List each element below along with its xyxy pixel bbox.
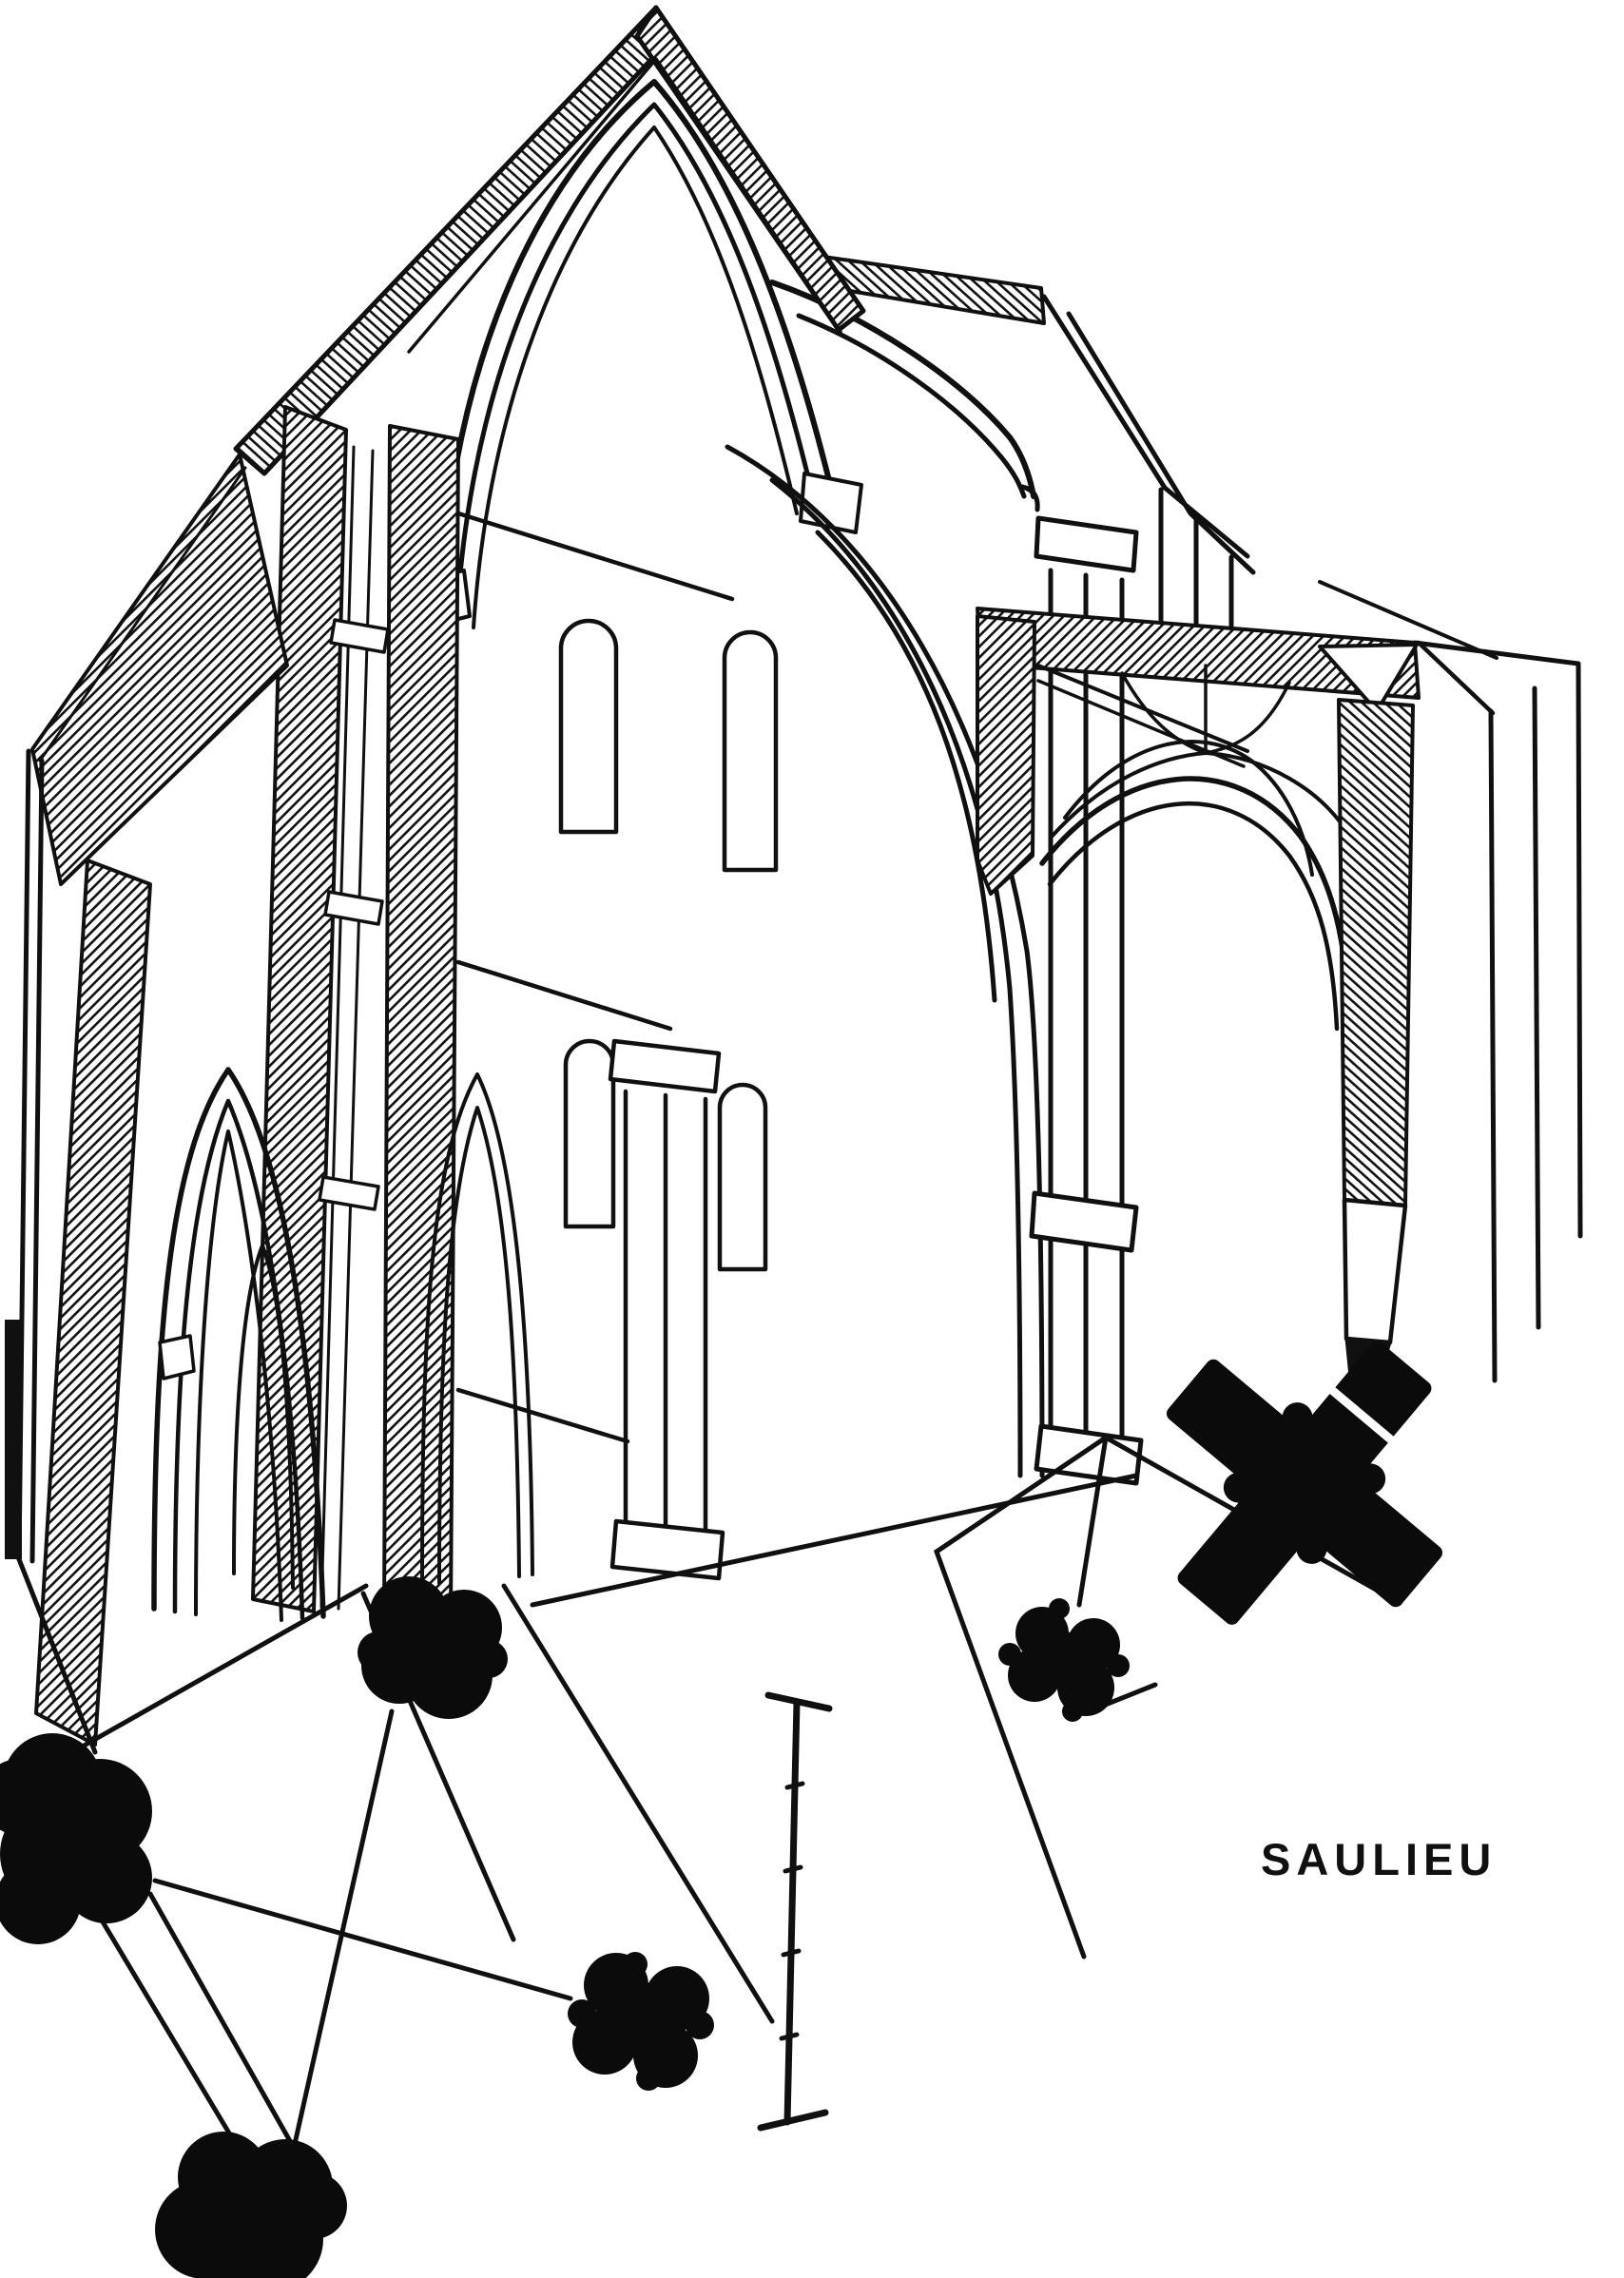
plan-projection-lines-left xyxy=(54,1583,775,2153)
right-pier-section-cut xyxy=(1337,698,1415,1382)
nave-wall-section-cut xyxy=(251,405,460,1620)
groin-vault xyxy=(1039,664,1353,1032)
shaft-capital xyxy=(323,890,384,926)
interior-arcade-arch xyxy=(725,444,1045,1478)
gable-section xyxy=(233,5,866,476)
scale-bar-bottom-cap xyxy=(757,2109,829,2132)
scale-bar-top-cap xyxy=(764,1691,833,1712)
gallery-window xyxy=(717,1082,768,1272)
aisle-arcade-arch xyxy=(151,1067,326,1622)
clerestory-window xyxy=(558,618,619,835)
nave-wall-face xyxy=(455,511,779,1444)
aisle-wall-section-cut xyxy=(34,859,152,1747)
pier-plan-quatrefoil xyxy=(568,1952,714,2091)
nave-floor-edge xyxy=(530,1473,1139,1608)
caption-label: SAULIEU xyxy=(1261,1834,1497,1884)
clerestory-window xyxy=(722,629,779,873)
crossing-pier xyxy=(530,515,1144,1608)
wall-top-hatched-band xyxy=(976,580,1498,716)
pier-plan-blobs-right xyxy=(998,1342,1443,1722)
pier-plan-compound-cross xyxy=(1166,1342,1443,1625)
pier-plan-nave-pier xyxy=(358,1576,508,1719)
clerestory-cornice-lines xyxy=(1041,294,1256,637)
aisle-wall-base-edge xyxy=(16,1556,98,1755)
outer-wall-right xyxy=(1412,640,1583,1383)
aisle-outer-wall xyxy=(5,748,152,1755)
shaft-capital xyxy=(318,1175,380,1211)
aisle-roof-hatched-band xyxy=(30,453,289,886)
scale-bar xyxy=(757,1691,833,2132)
nave-arcade-pier xyxy=(608,1038,725,1581)
pier-plan-bottom xyxy=(155,2132,347,2278)
gallery-window xyxy=(563,1038,616,1229)
right-structure xyxy=(976,580,1583,1383)
pier-plan-blobs-left xyxy=(0,1576,714,2278)
nave-arcade-opening xyxy=(420,1072,534,1585)
aisle-inner-window-arch xyxy=(232,1244,295,1590)
cross-abacus-cut xyxy=(1322,1380,1402,1449)
left-structure xyxy=(5,5,1256,1755)
aisle-wall-window-slit xyxy=(5,1320,22,1559)
pier-plan-wall-base xyxy=(0,1733,152,1944)
nave-pointed-arch xyxy=(409,79,863,631)
pier-plan-quatrefoil-right xyxy=(998,1598,1130,1722)
aisle-capital xyxy=(158,1334,196,1380)
shaft-capital xyxy=(329,618,390,654)
